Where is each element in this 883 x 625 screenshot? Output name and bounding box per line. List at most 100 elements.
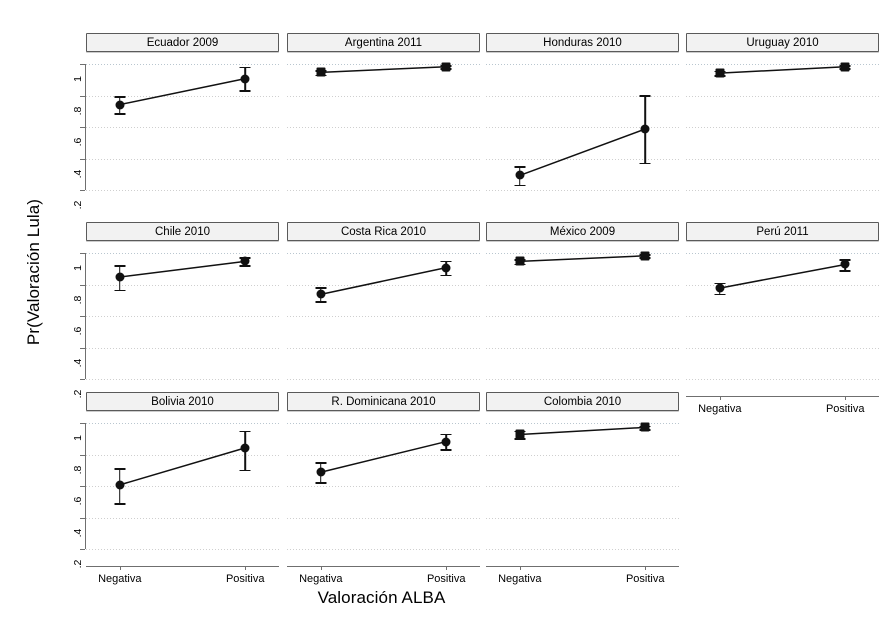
x-axis-line bbox=[686, 396, 879, 397]
y-axis-title: Pr(Valoración Lula) bbox=[24, 198, 43, 346]
gridline-y-1 bbox=[86, 253, 279, 255]
y-tick bbox=[80, 127, 85, 129]
gridline-y-.4 bbox=[486, 517, 679, 519]
gridline-y-1 bbox=[287, 253, 480, 255]
y-tick-label: .6 bbox=[72, 327, 84, 336]
y-tick bbox=[80, 486, 85, 488]
gridline-y-.6 bbox=[287, 127, 480, 129]
x-tick bbox=[320, 566, 322, 570]
gridline-y-.2 bbox=[686, 190, 879, 192]
gridline-y-1 bbox=[686, 64, 879, 66]
plot-area bbox=[86, 55, 279, 203]
gridline-y-1 bbox=[486, 423, 679, 425]
gridline-y-.2 bbox=[86, 190, 279, 192]
y-tick bbox=[80, 253, 85, 255]
data-point-negativa bbox=[115, 480, 125, 490]
gridline-y-.2 bbox=[287, 379, 480, 381]
series-line bbox=[119, 447, 246, 486]
series-line bbox=[719, 263, 846, 289]
data-point-positiva bbox=[640, 422, 650, 432]
panel-title: Ecuador 2009 bbox=[86, 33, 279, 52]
y-axis-line bbox=[85, 423, 86, 550]
series-line bbox=[719, 66, 846, 74]
y-tick bbox=[80, 64, 85, 66]
data-point-negativa bbox=[316, 289, 326, 299]
y-tick bbox=[80, 423, 85, 425]
error-bar-cap-lower bbox=[114, 502, 126, 505]
gridline-y-.8 bbox=[287, 454, 480, 456]
data-point-negativa bbox=[515, 256, 525, 266]
data-point-positiva bbox=[240, 443, 250, 453]
y-tick-label: 1 bbox=[72, 265, 84, 272]
x-tick bbox=[645, 566, 647, 570]
panel-costa-rica-2010: Costa Rica 2010 bbox=[287, 222, 480, 432]
panel-argentina-2011: Argentina 2011 bbox=[287, 33, 480, 243]
plot-area bbox=[686, 244, 879, 392]
data-point-positiva bbox=[441, 62, 451, 72]
y-tick bbox=[80, 95, 85, 97]
data-point-positiva bbox=[840, 259, 850, 269]
x-tick bbox=[119, 566, 121, 570]
y-axis-line bbox=[85, 253, 86, 380]
error-bar-cap-lower bbox=[514, 438, 526, 440]
gridline-y-1 bbox=[287, 64, 480, 66]
series-line bbox=[320, 66, 447, 74]
error-bar-cap-upper bbox=[440, 433, 452, 436]
x-tick-label-positiva: Positiva bbox=[225, 573, 265, 585]
y-tick bbox=[80, 316, 85, 318]
plot-area bbox=[486, 244, 679, 392]
series-line bbox=[320, 266, 447, 296]
error-bar-cap-upper bbox=[514, 166, 526, 168]
panel-title: Honduras 2010 bbox=[486, 33, 679, 52]
error-bar-cap-lower bbox=[315, 482, 327, 485]
x-tick-label-negativa: Negativa bbox=[698, 403, 742, 415]
gridline-y-1 bbox=[486, 253, 679, 255]
panel-title: Bolivia 2010 bbox=[86, 392, 279, 411]
plot-area bbox=[86, 414, 279, 562]
gridline-y-.4 bbox=[486, 347, 679, 349]
gridline-y-.2 bbox=[86, 549, 279, 551]
y-tick bbox=[80, 454, 85, 456]
gridline-y-.2 bbox=[486, 549, 679, 551]
gridline-y-.4 bbox=[486, 158, 679, 160]
gridline-y-.6 bbox=[86, 316, 279, 318]
data-point-positiva bbox=[640, 124, 650, 134]
y-tick bbox=[80, 284, 85, 286]
x-axis-line bbox=[86, 566, 279, 567]
data-point-negativa bbox=[715, 283, 725, 293]
panel-title: México 2009 bbox=[486, 222, 679, 241]
gridline-y-.8 bbox=[486, 95, 679, 97]
plot-area bbox=[486, 414, 679, 562]
y-tick-label: .2 bbox=[72, 201, 84, 210]
gridline-y-1 bbox=[86, 423, 279, 425]
data-point-positiva bbox=[840, 62, 850, 72]
gridline-y-.6 bbox=[486, 127, 679, 129]
gridline-y-.8 bbox=[86, 95, 279, 97]
x-tick-label-positiva: Positiva bbox=[426, 573, 466, 585]
data-point-positiva bbox=[441, 263, 451, 273]
panel-title: Colombia 2010 bbox=[486, 392, 679, 411]
error-bar-cap-lower bbox=[239, 90, 251, 93]
y-tick bbox=[80, 347, 85, 349]
y-tick bbox=[80, 379, 85, 381]
x-tick-label-negativa: Negativa bbox=[498, 573, 542, 585]
gridline-y-.2 bbox=[486, 379, 679, 381]
x-tick bbox=[245, 566, 247, 570]
error-bar-cap-lower bbox=[315, 301, 327, 304]
gridline-y-.4 bbox=[686, 158, 879, 160]
y-tick-label: 1 bbox=[72, 435, 84, 442]
error-bar-cap-lower bbox=[239, 469, 251, 472]
data-point-positiva bbox=[441, 437, 451, 447]
gridline-y-.8 bbox=[86, 284, 279, 286]
error-bar-cap-upper bbox=[440, 260, 452, 263]
data-point-negativa bbox=[715, 68, 725, 78]
x-axis-title: Valoración ALBA bbox=[0, 588, 883, 608]
gridline-y-.4 bbox=[86, 347, 279, 349]
x-tick bbox=[519, 566, 521, 570]
panel-title: Argentina 2011 bbox=[287, 33, 480, 52]
plot-area bbox=[686, 55, 879, 203]
error-bar-cap-upper bbox=[839, 258, 851, 261]
error-bar-cap-lower bbox=[114, 113, 126, 115]
